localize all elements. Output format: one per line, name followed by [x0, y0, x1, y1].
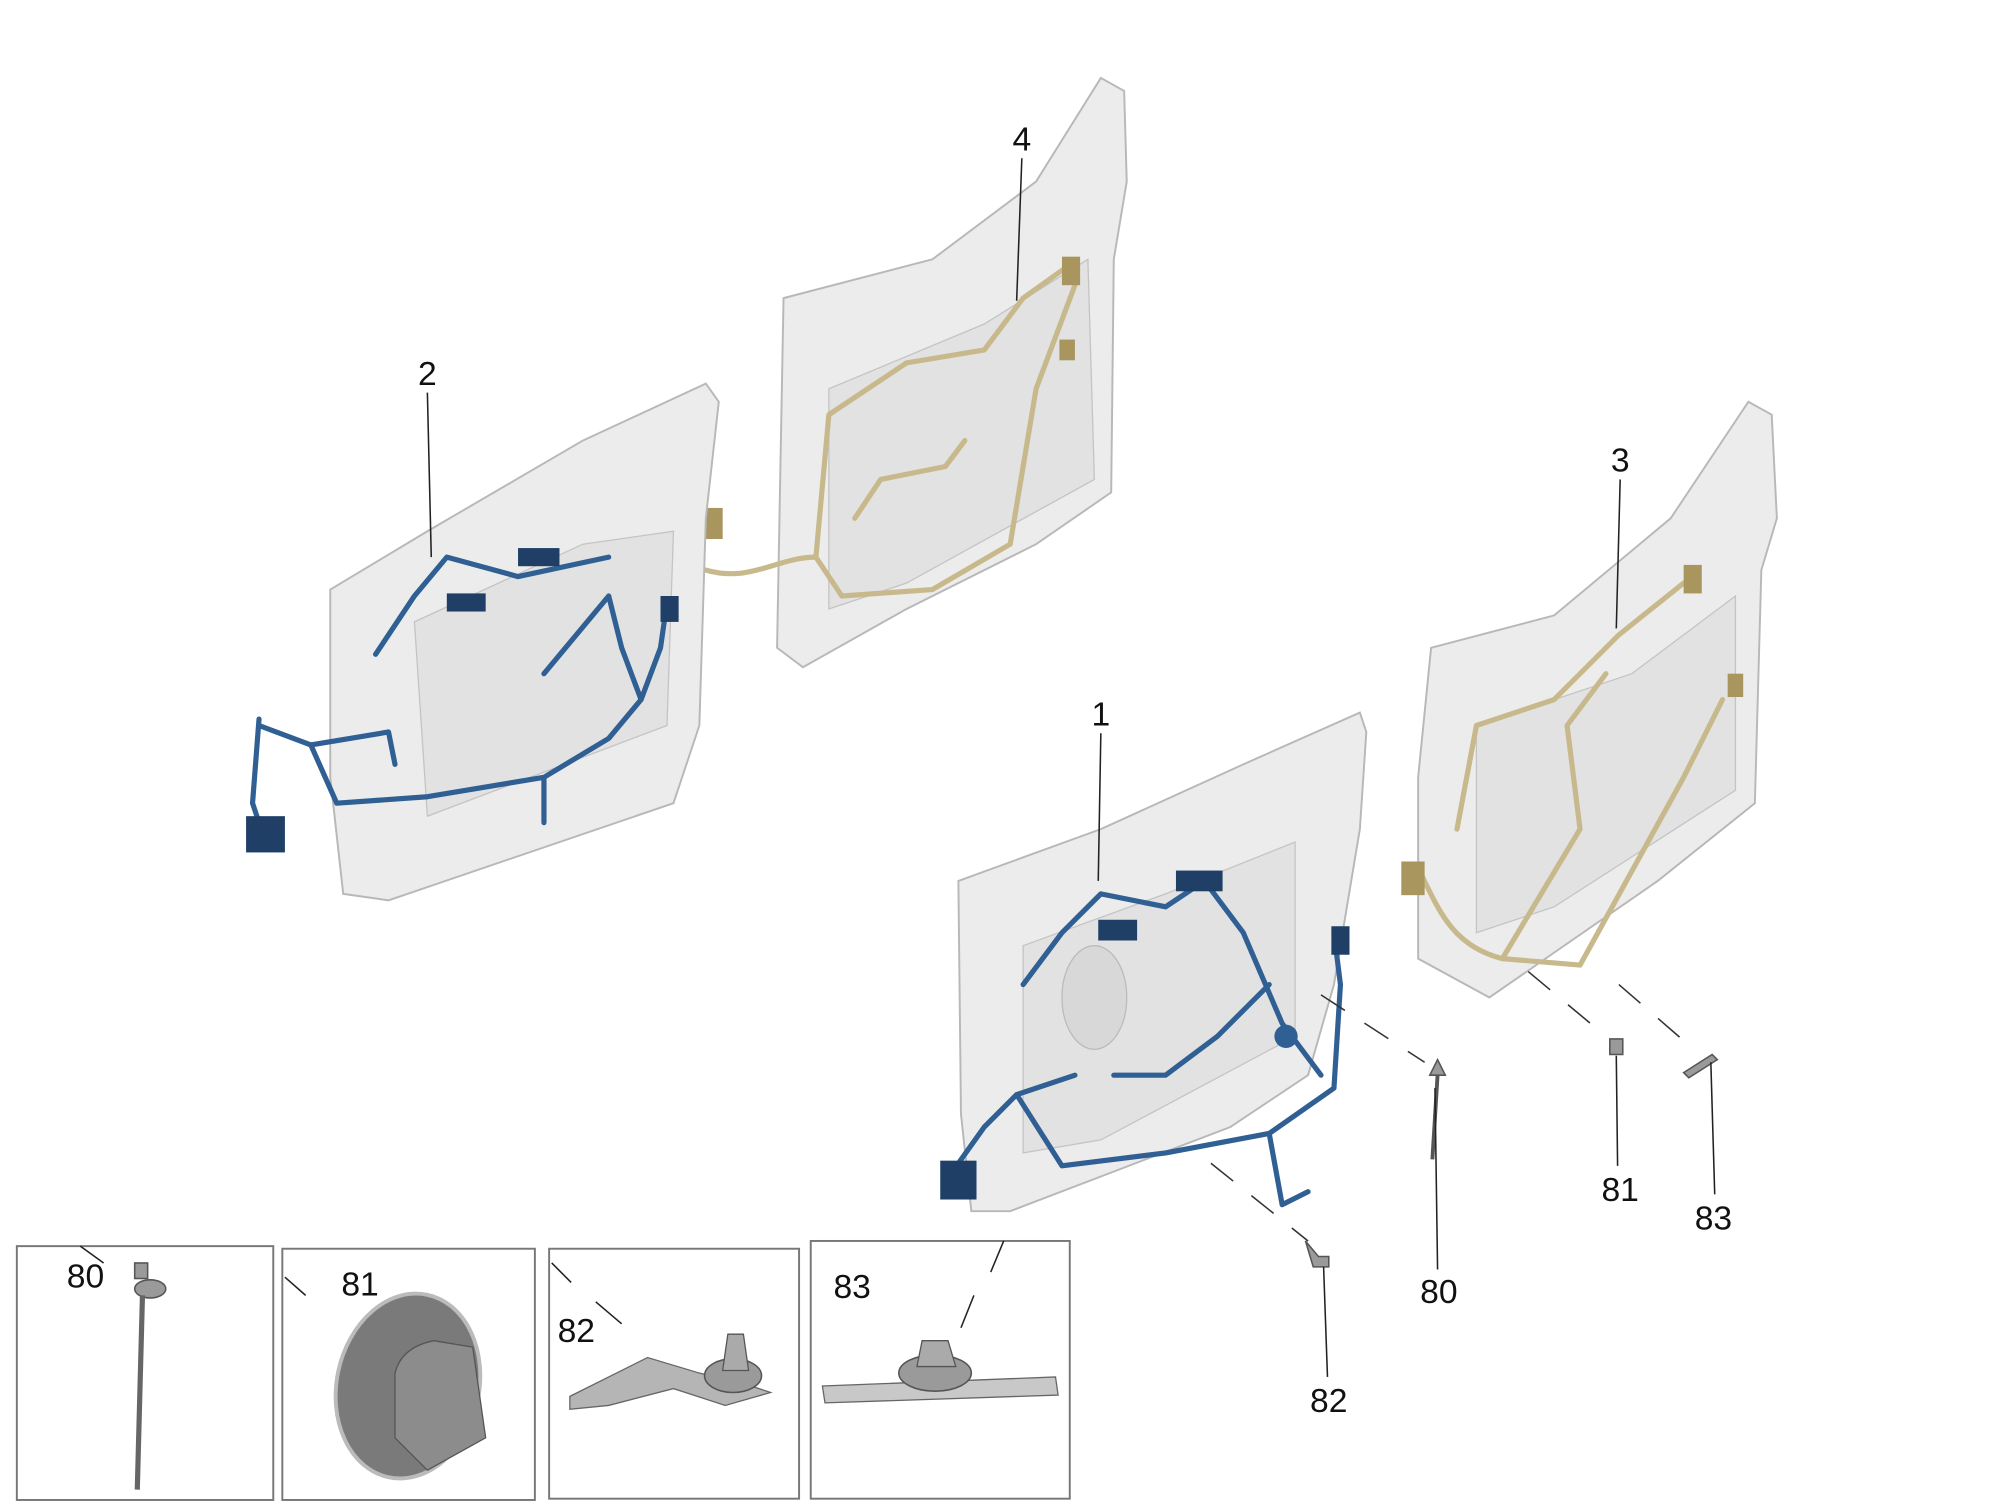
callout-2: 2 [418, 356, 437, 393]
inset-label-80: 80 [67, 1259, 104, 1296]
inset-82: 82 [548, 1247, 801, 1500]
callout-1: 1 [1091, 697, 1110, 734]
callout-4: 4 [1012, 121, 1031, 158]
inset-81: 81 [281, 1247, 536, 1501]
callout-82: 82 [1310, 1383, 1347, 1420]
callout-81: 81 [1601, 1172, 1638, 1209]
loose-clips [1304, 1038, 1719, 1268]
callout-3: 3 [1611, 443, 1630, 480]
inset-83: 83 [809, 1239, 1071, 1500]
inset-label-81: 81 [341, 1266, 378, 1303]
callout-80: 80 [1420, 1274, 1457, 1311]
inset-label-83: 83 [833, 1269, 870, 1306]
leader-lines [426, 158, 1716, 1377]
callout-83: 83 [1695, 1200, 1732, 1237]
door-panel-2 [246, 382, 720, 902]
inset-80: 80 [15, 1245, 275, 1501]
inset-label-82: 82 [558, 1313, 595, 1350]
door-panel-4 [699, 76, 1128, 669]
door-panel-3 [1401, 400, 1778, 999]
door-panel-1 [940, 711, 1368, 1213]
